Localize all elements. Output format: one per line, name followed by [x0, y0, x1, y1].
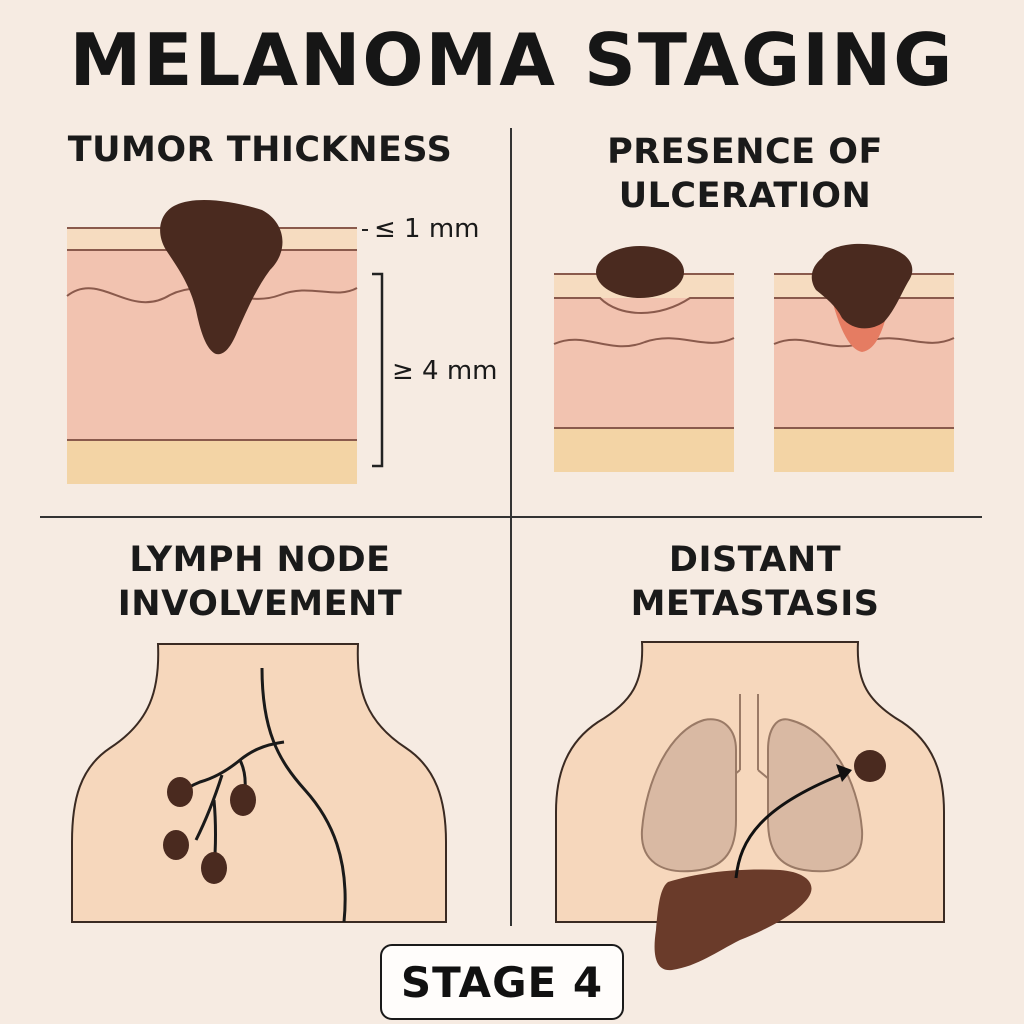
tumor-thickness-heading: TUMOR THICKNESS	[40, 128, 480, 172]
metastasis-heading: DISTANT METASTASIS	[550, 538, 960, 626]
ulceration-heading: PRESENCE OF ULCERATION	[530, 130, 960, 218]
left-lung	[640, 718, 737, 873]
page-title: MELANOMA STAGING	[69, 18, 955, 102]
depth-bracket	[372, 272, 384, 468]
metastatic-lesion	[854, 750, 886, 782]
metastasis-heading-line2: METASTASIS	[630, 584, 880, 624]
lymph-node	[201, 852, 227, 884]
horizontal-divider	[40, 516, 982, 518]
tumor-thickness-heading-text: TUMOR THICKNESS	[67, 130, 453, 170]
lymph-node	[230, 784, 256, 816]
ulcerated-tumor	[811, 243, 913, 329]
right-lung	[767, 718, 864, 873]
ulceration-heading-line1: PRESENCE OF	[607, 132, 883, 172]
ulceration-heading-line2: ULCERATION	[618, 176, 872, 216]
metastasis-arrow	[734, 770, 849, 879]
metastasis-heading-line1: DISTANT	[668, 540, 842, 580]
non-ulcerated-tumor	[596, 246, 684, 298]
lymph-vessel	[260, 667, 347, 923]
lymph-node-heading: LYMPH NODE INVOLVEMENT	[60, 538, 460, 626]
thick-tumor	[160, 199, 283, 355]
lymph-node	[167, 777, 193, 807]
subcutis-layer	[67, 440, 357, 484]
thickness-label-thick: ≥ 4 mm	[392, 356, 498, 386]
vertical-divider	[510, 128, 512, 926]
lymph-node-heading-line1: LYMPH NODE	[129, 540, 391, 580]
liver	[654, 869, 812, 971]
lymph-node-heading-line2: INVOLVEMENT	[117, 584, 403, 624]
stage-badge: STAGE 4	[380, 944, 624, 1020]
lymph-node	[163, 830, 189, 860]
thickness-label-thin: ≤ 1 mm	[374, 214, 480, 244]
arrow-head	[836, 764, 852, 782]
stage-badge-text: STAGE 4	[400, 957, 604, 1007]
trachea	[715, 694, 783, 791]
